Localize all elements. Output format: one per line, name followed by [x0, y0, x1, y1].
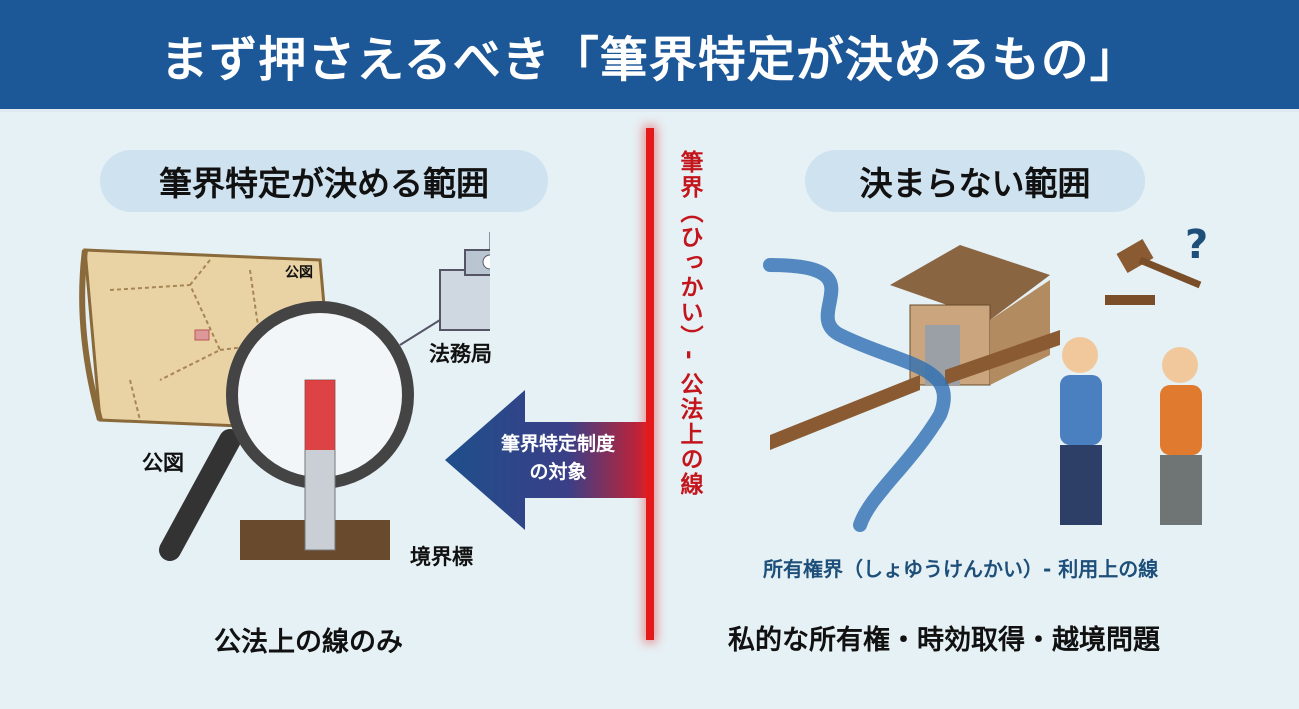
left-bottom-text: 公法上の線のみ [214, 627, 403, 658]
office-label: 法務局 [429, 342, 492, 366]
right-bottom-text: 私的な所有権・時効取得・越境問題 [728, 625, 1160, 656]
cadastral-map-magnifier-illustration [79, 232, 490, 561]
map-corner-label: 公図 [285, 265, 313, 281]
ownership-dispute-illustration [763, 238, 1202, 532]
page-title: まず押さえるべき「筆界特定が決めるもの」 [160, 31, 1139, 88]
wavy-boundary-icon [763, 258, 951, 532]
arrow-label: 筆界特定制度 の対象 [478, 430, 638, 486]
person-right-icon [1160, 347, 1202, 525]
fence-icon [770, 330, 1060, 450]
map-label: 公図 [142, 451, 184, 475]
marker-label: 境界標 [410, 545, 473, 569]
boundary-vertical-label: 筆界（ひっかい）- 公法上の線 [676, 150, 702, 497]
question-mark-icon: ? [1185, 222, 1209, 268]
person-left-icon [1060, 337, 1102, 525]
gavel-icon [1105, 238, 1202, 305]
ownership-label: 所有権界（しょゆうけんかい）- 利用上の線 [763, 557, 1159, 581]
arrow-label-line2: の対象 [529, 461, 587, 483]
government-building-icon [439, 232, 490, 331]
left-heading: 筆界特定が決める範囲 [100, 150, 548, 212]
arrow-label-line1: 筆界特定制度 [500, 433, 615, 455]
boundary-line [646, 128, 654, 640]
boundary-marker-icon [304, 379, 336, 551]
right-heading: 決まらない範囲 [805, 150, 1145, 212]
arrow-icon [445, 390, 650, 530]
header-banner: まず押さえるべき「筆界特定が決めるもの」 [0, 0, 1299, 112]
